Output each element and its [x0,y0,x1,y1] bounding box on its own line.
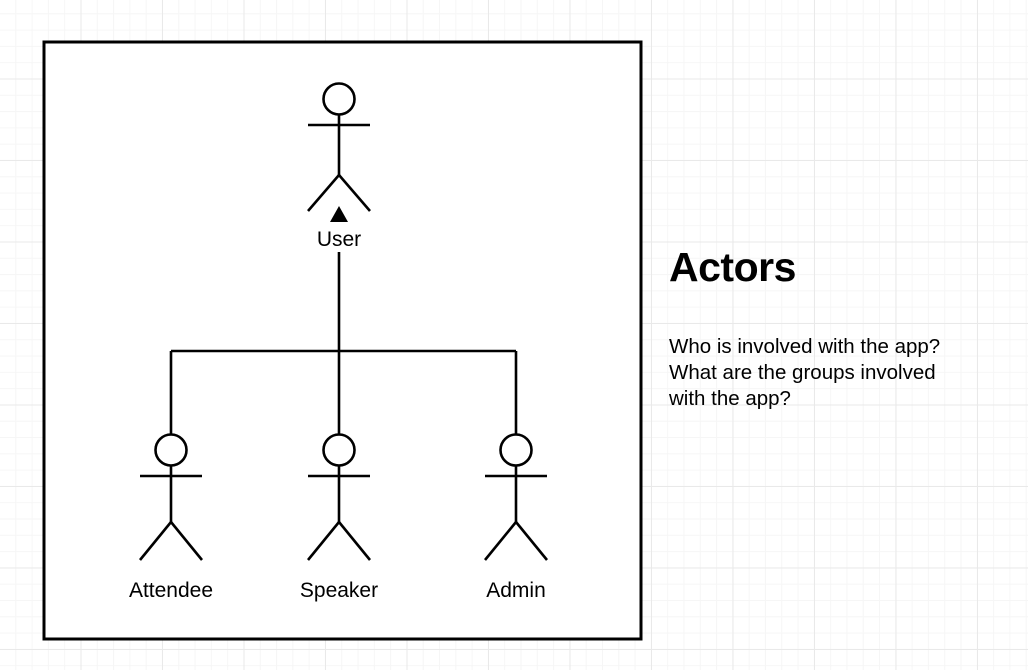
actor-admin-leg-left [483,521,518,561]
notes-body-text: Who is involved with the app? What are t… [669,335,941,410]
actor-user-leg-right [338,174,371,212]
actor-admin[interactable] [483,433,549,561]
generalization-connectors [169,252,518,435]
child-actors: Attendee Speaker Admin [129,433,549,602]
actor-attendee-leg-left [138,521,173,561]
actor-attendee[interactable] [138,433,204,561]
actor-user[interactable] [307,82,371,212]
actor-admin-leg-right [514,521,549,561]
notes-panel: Actors Who is involved with the app? Wha… [669,243,1009,412]
drop-lines [169,351,518,435]
actor-admin-label: Admin [486,579,546,602]
generalization-arrowhead-icon [330,206,348,222]
page-title: Actors [669,244,796,290]
diagram-frame[interactable] [42,40,643,641]
actor-user-label: User [317,228,361,251]
actor-attendee-leg-right [169,521,204,561]
actor-speaker[interactable] [306,433,372,561]
actor-speaker-leg-right [337,521,372,561]
actor-attendee-label: Attendee [129,579,213,602]
actor-speaker-label: Speaker [300,579,378,602]
actor-user-leg-left [307,174,340,212]
actor-speaker-leg-left [306,521,341,561]
